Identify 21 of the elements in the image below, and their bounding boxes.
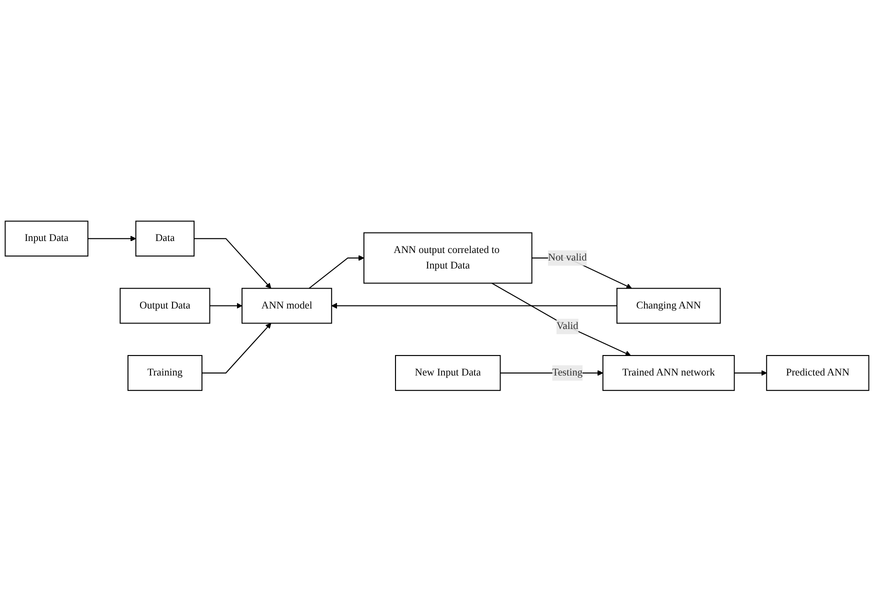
arrow	[308, 255, 364, 290]
edge-label: Valid	[556, 320, 578, 332]
node-box: Data	[135, 220, 195, 257]
node-box: ANN output correlated to Input Data	[363, 232, 532, 284]
node-box: Training	[127, 355, 202, 392]
arrow	[491, 282, 631, 356]
node-box: Trained ANN network	[602, 355, 735, 392]
arrow	[87, 236, 136, 242]
node-box: New Input Data	[395, 355, 501, 392]
node-box: Changing ANN	[616, 288, 721, 324]
arrow	[194, 238, 272, 289]
arrow	[331, 303, 618, 309]
edge-label: Testing	[552, 367, 583, 378]
arrow	[734, 370, 767, 376]
arrow	[209, 303, 242, 309]
node-box: Input Data	[4, 220, 88, 257]
node-box: Predicted ANN	[766, 355, 870, 392]
edge-label: Not valid	[548, 252, 587, 264]
arrow	[201, 323, 272, 374]
node-box: ANN model	[242, 288, 332, 324]
node-box: Output Data	[120, 288, 210, 324]
